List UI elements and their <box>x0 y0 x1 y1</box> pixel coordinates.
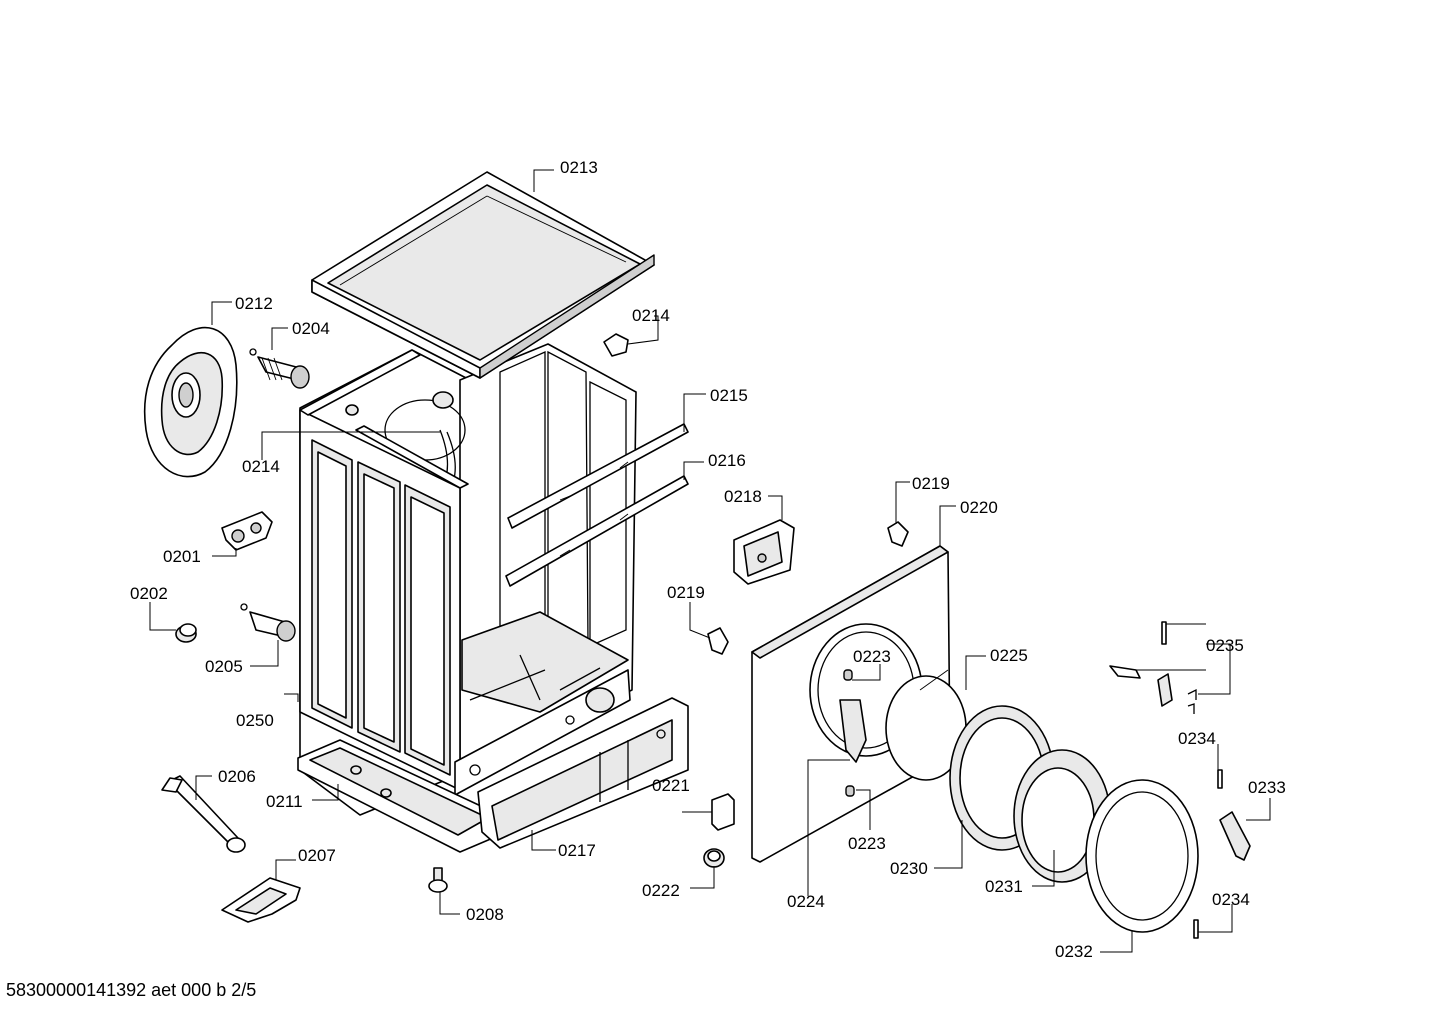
label-0232: 0232 <box>1055 942 1093 961</box>
label-0219-lower: 0219 <box>667 583 705 602</box>
label-0207: 0207 <box>298 846 336 865</box>
transport-bracket-part <box>221 877 301 923</box>
label-0214-lower: 0214 <box>242 457 280 476</box>
hinge-pin-parts <box>1193 769 1223 939</box>
top-cover-part <box>311 171 655 379</box>
damper-part <box>240 603 296 642</box>
label-0231: 0231 <box>985 877 1023 896</box>
switch-cap-parts <box>703 793 735 868</box>
shock-absorber-part <box>249 348 310 389</box>
label-0208: 0208 <box>466 905 504 924</box>
label-0225: 0225 <box>990 646 1028 665</box>
label-0221: 0221 <box>652 776 690 795</box>
wrench-part <box>161 775 246 853</box>
label-0234-upper: 0234 <box>1178 729 1216 748</box>
label-0218: 0218 <box>724 487 762 506</box>
bolt-part <box>428 867 448 893</box>
rear-cover-part <box>143 326 238 478</box>
label-0235: 0235 <box>1206 636 1244 655</box>
label-0222: 0222 <box>642 881 680 900</box>
kick-plate-part <box>477 697 689 849</box>
door-lock-part <box>733 519 795 585</box>
label-0217: 0217 <box>558 841 596 860</box>
leader-lines <box>149 169 1271 953</box>
door-outer-ring-part <box>1085 779 1199 933</box>
label-0230: 0230 <box>890 859 928 878</box>
label-0206: 0206 <box>218 767 256 786</box>
cabinet-part <box>299 343 637 816</box>
label-0205: 0205 <box>205 657 243 676</box>
label-0223-lower: 0223 <box>848 834 886 853</box>
door-hinge-part <box>1219 811 1251 861</box>
foot-part <box>175 623 197 643</box>
label-0233: 0233 <box>1248 778 1286 797</box>
label-0214-upper: 0214 <box>632 306 670 325</box>
label-0250: 0250 <box>236 711 274 730</box>
label-0223-upper: 0223 <box>853 647 891 666</box>
hose-clip-part <box>221 511 273 551</box>
label-0219-upper: 0219 <box>912 474 950 493</box>
label-0201: 0201 <box>163 547 201 566</box>
document-code: 58300000141392 aet 000 b 2/5 <box>6 980 257 1000</box>
label-0216: 0216 <box>708 451 746 470</box>
label-0202: 0202 <box>130 584 168 603</box>
front-rail-parts <box>505 423 689 587</box>
part-number-labels: 0213 0212 0204 0214 0214 0215 0216 0218 … <box>130 158 1286 961</box>
label-0204: 0204 <box>292 319 330 338</box>
label-0212: 0212 <box>235 294 273 313</box>
label-0215: 0215 <box>710 386 748 405</box>
clip-part <box>603 333 629 357</box>
label-0213: 0213 <box>560 158 598 177</box>
label-0211: 0211 <box>266 792 303 811</box>
door-handle-parts <box>1109 621 1197 714</box>
label-0220: 0220 <box>960 498 998 517</box>
label-0224: 0224 <box>787 892 825 911</box>
label-0234-lower: 0234 <box>1212 890 1250 909</box>
